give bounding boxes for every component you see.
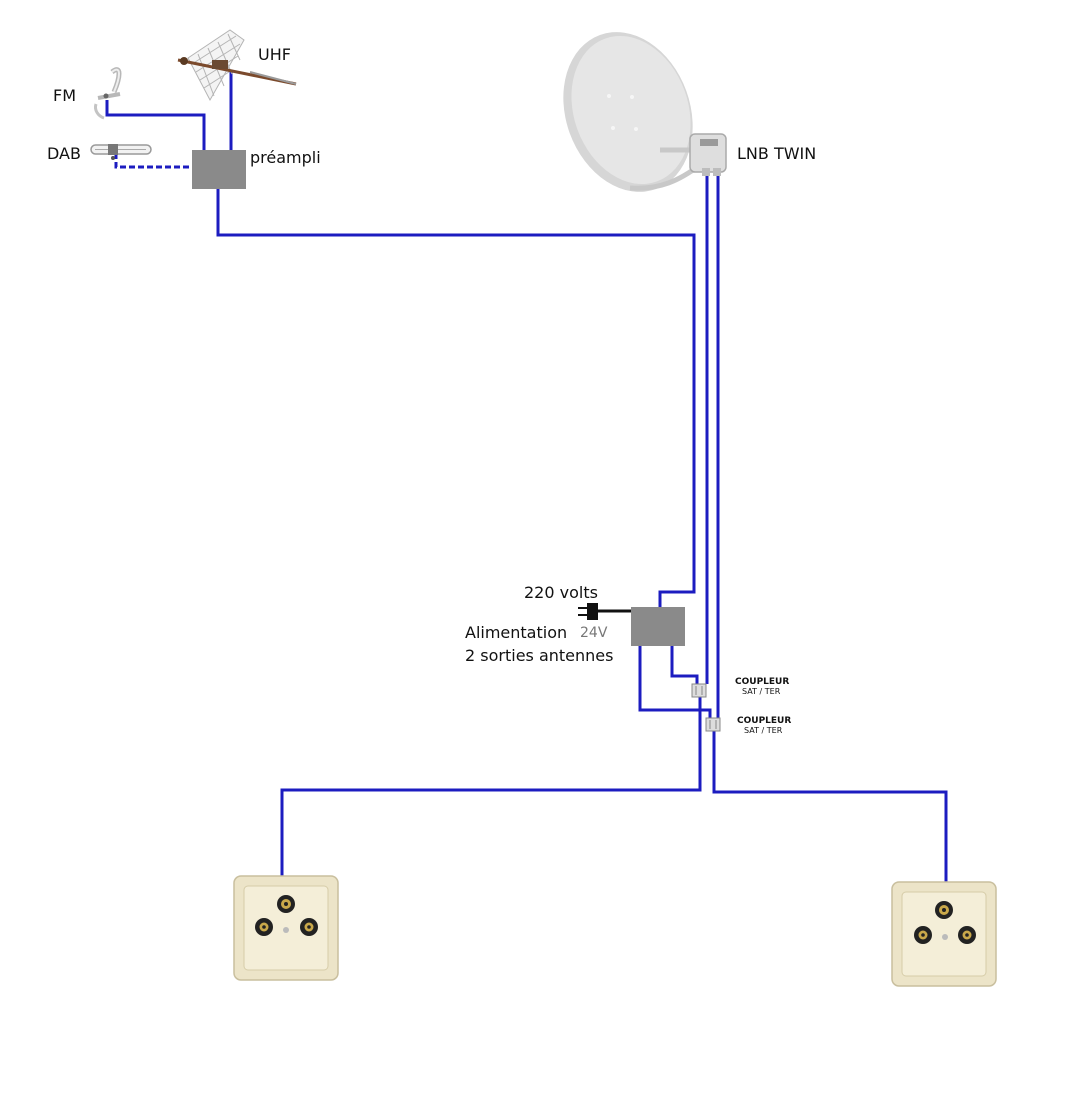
cable-fm — [105, 100, 206, 150]
sat-connector-icon — [277, 895, 295, 913]
coupleur-2-icon — [705, 717, 721, 732]
uhf-antenna-icon — [177, 29, 297, 102]
coupleur-1-icon — [691, 683, 707, 698]
cable-dab — [114, 153, 192, 169]
cable-preampli-to-alimentation — [216, 189, 696, 607]
wall-outlet-left — [233, 875, 339, 981]
label-2-sorties: 2 sorties antennes — [465, 646, 613, 665]
radio-connector-icon — [300, 918, 318, 936]
label-dab: DAB — [47, 144, 81, 163]
label-preampli: préampli — [250, 148, 321, 167]
cable-alim-out-1 — [670, 646, 699, 685]
sat-connector-icon — [935, 901, 953, 919]
label-alimentation: Alimentation — [465, 623, 567, 642]
label-coupleur-1-sub: SAT / TER — [742, 687, 781, 696]
tv-connector-icon — [255, 918, 273, 936]
label-uhf: UHF — [258, 45, 291, 64]
fm-antenna-icon — [94, 67, 122, 120]
cable-alim-out-2 — [638, 646, 712, 718]
label-220-volts: 220 volts — [524, 583, 598, 602]
dab-antenna-icon — [90, 144, 152, 160]
power-plug-icon — [578, 603, 631, 620]
wall-outlet-right — [891, 881, 997, 987]
label-fm: FM — [53, 86, 76, 105]
alimentation-box — [631, 607, 685, 646]
label-coupleur-2: COUPLEUR — [737, 716, 791, 726]
preampli-box — [192, 150, 246, 189]
satellite-dish-icon — [563, 32, 727, 192]
label-coupleur-2-sub: SAT / TER — [744, 726, 783, 735]
label-24v: 24V — [580, 625, 608, 641]
cable-to-left-outlet — [280, 697, 702, 876]
tv-connector-icon — [914, 926, 932, 944]
label-lnb-twin: LNB TWIN — [737, 144, 816, 163]
label-coupleur-1: COUPLEUR — [735, 677, 789, 687]
cable-to-right-outlet — [712, 731, 948, 882]
radio-connector-icon — [958, 926, 976, 944]
cables — [105, 72, 948, 882]
